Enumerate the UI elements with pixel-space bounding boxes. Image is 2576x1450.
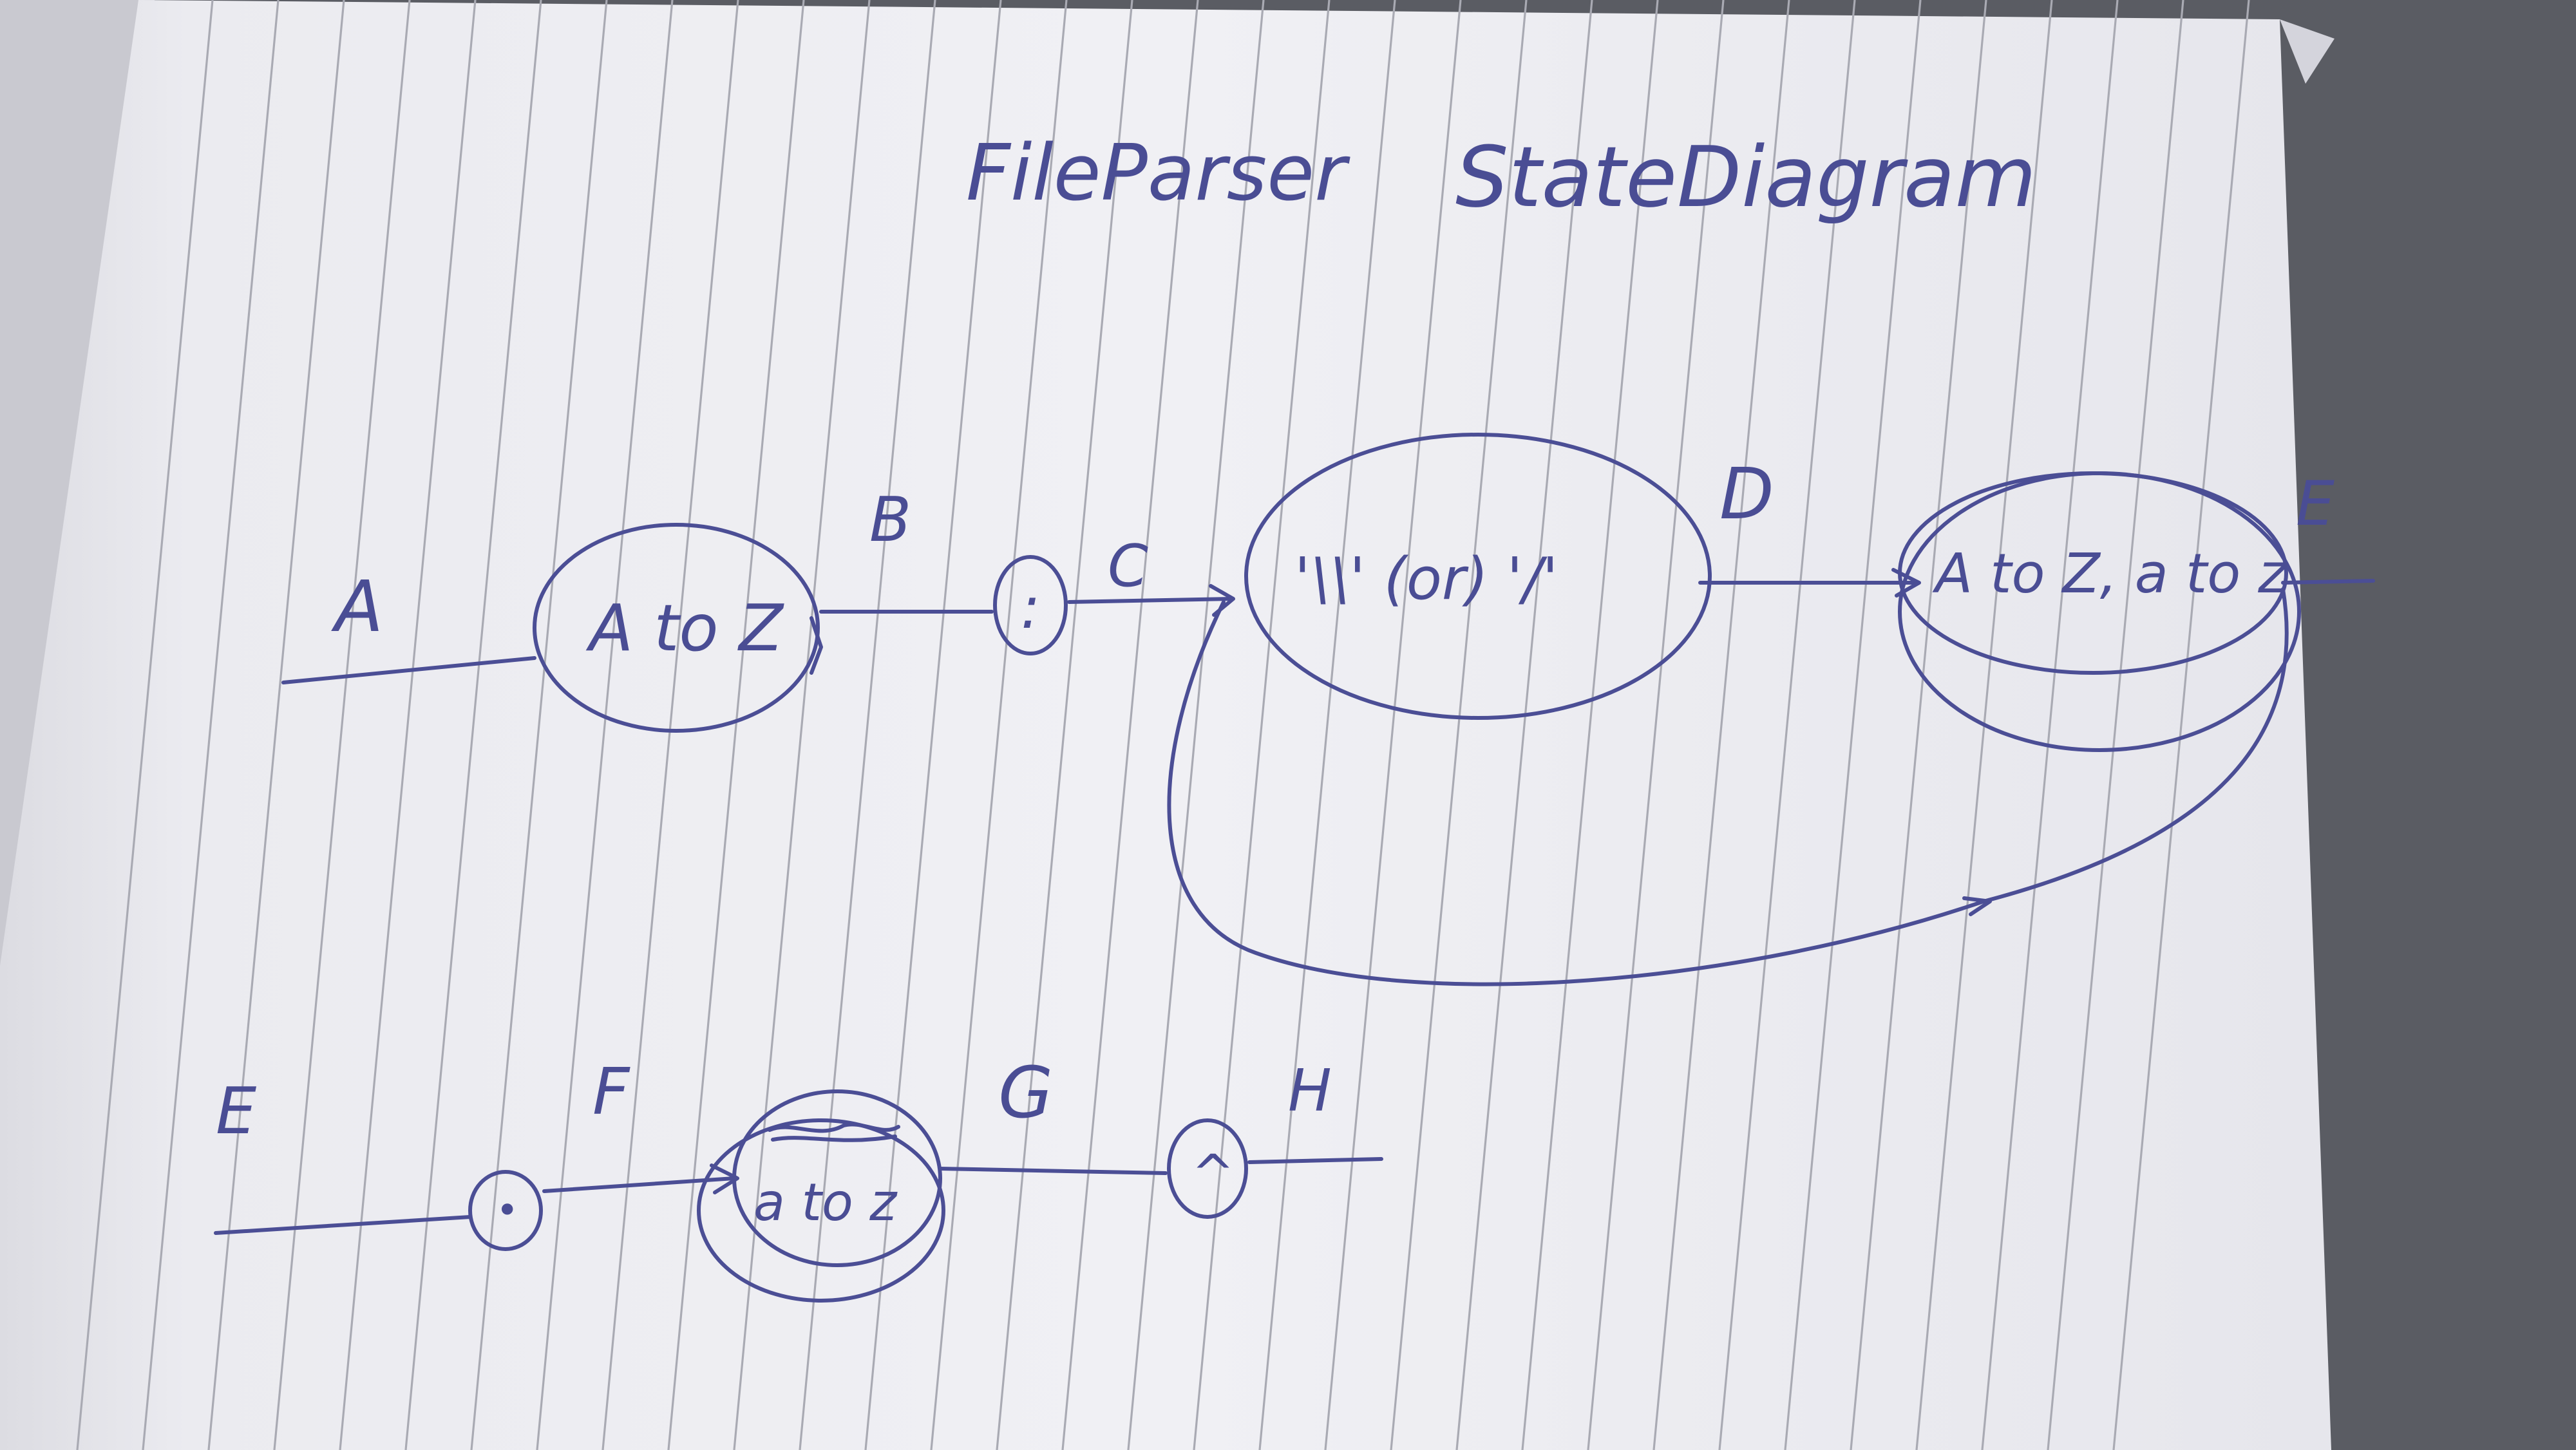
ruled-line: [273, 0, 411, 1450]
ruled-line: [601, 0, 739, 1450]
ruled-line: [404, 0, 542, 1450]
ruled-line: [1455, 0, 1593, 1450]
label-e-bottom: E: [216, 1073, 256, 1149]
state-final-label: ^: [1191, 1144, 1235, 1203]
ruled-line: [733, 0, 871, 1450]
ruled-line: [2047, 0, 2184, 1450]
transition-g-line: [938, 1167, 1168, 1175]
ruled-line: [1850, 0, 1987, 1450]
folded-corner: [2280, 19, 2334, 84]
ruled-line: [1390, 0, 1528, 1450]
state-lower-az-outer: [697, 1118, 945, 1303]
return-loop: [1167, 587, 2289, 986]
state-colon: [993, 555, 1068, 655]
ruled-line: [339, 0, 477, 1450]
transition-a-line: [281, 656, 536, 684]
self-loop-tick: [810, 616, 823, 675]
ruled-line: [1193, 0, 1331, 1450]
title-state-diagram: StateDiagram: [1455, 128, 2036, 226]
ruled-line: [142, 0, 279, 1450]
ruled-line: [2112, 0, 2250, 1450]
label-b: B: [869, 485, 911, 556]
transition-e-line: [2281, 579, 2375, 585]
ruled-line: [1587, 0, 1725, 1450]
ruled-line: [1061, 0, 1199, 1450]
ruled-line: [470, 0, 608, 1450]
notebook-page: [0, 0, 2331, 1450]
state-letters-label: A to Z, a to z: [1932, 542, 2288, 606]
state-lower-az-label: a to z: [753, 1172, 898, 1232]
label-a: A: [331, 565, 383, 648]
return-loop-mark: [1962, 896, 1992, 916]
label-h: H: [1288, 1057, 1332, 1125]
ruled-line: [930, 0, 1068, 1450]
ruled-line: [799, 0, 936, 1450]
ruled-line: [1981, 0, 2119, 1450]
scribble-mark: [768, 1122, 900, 1142]
state-dot: [468, 1170, 543, 1251]
state-lower-az-inner: [732, 1089, 942, 1267]
ruled-lines: [76, 0, 2250, 1450]
label-d: D: [1719, 453, 1774, 535]
state-dot-label: •: [496, 1188, 518, 1233]
state-a-to-z: [533, 523, 820, 733]
ruled-line: [1653, 0, 1790, 1450]
label-c: C: [1108, 532, 1148, 600]
ruled-line: [1521, 0, 1659, 1450]
transition-h-line: [1247, 1157, 1383, 1164]
state-slash: [1244, 433, 1712, 720]
ruled-line: [667, 0, 805, 1450]
label-f: F: [592, 1054, 630, 1129]
title-file-parser: FileParser: [966, 129, 1350, 218]
label-g: G: [998, 1051, 1053, 1134]
ruled-line: [1127, 0, 1265, 1450]
ruled-line: [864, 0, 1002, 1450]
state-letters-outer: [1898, 471, 2301, 752]
transition-e2-line: [214, 1215, 472, 1235]
ruled-line: [1324, 0, 1462, 1450]
ruled-line: [536, 0, 674, 1450]
transition-f-line: [542, 1176, 736, 1193]
transition-c-line: [1067, 597, 1232, 604]
ruled-line: [1258, 0, 1396, 1450]
state-final: [1167, 1118, 1248, 1219]
arrow-head-f: [710, 1163, 739, 1194]
state-a-to-z-label: A to Z: [585, 590, 784, 666]
ruled-line: [1718, 0, 1856, 1450]
ruled-line: [207, 0, 345, 1450]
ruled-line: [996, 0, 1133, 1450]
label-e-top: E: [2296, 469, 2334, 540]
state-slash-label: '\\' (or) '/': [1294, 545, 1558, 613]
ruled-line: [76, 0, 214, 1450]
state-colon-label: :: [1021, 574, 1040, 642]
ruled-line: [1784, 0, 1922, 1450]
